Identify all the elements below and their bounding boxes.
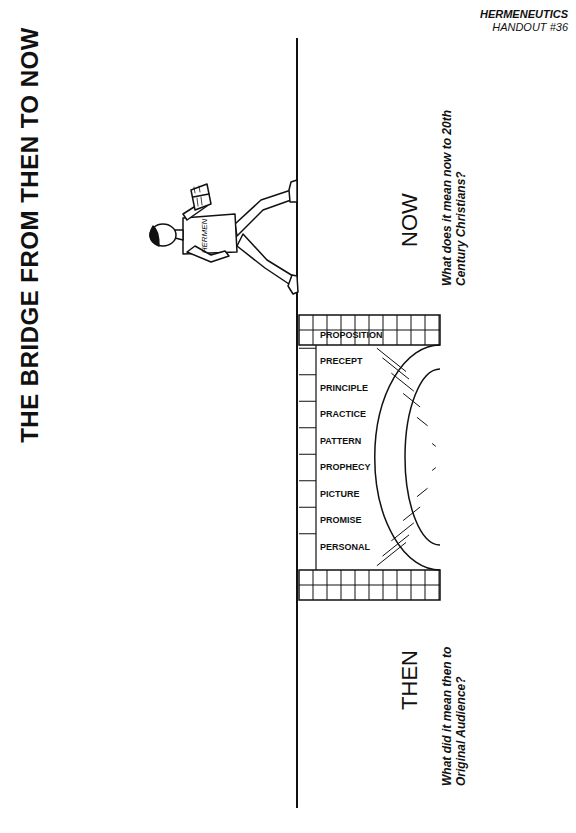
stone-joint [391,523,413,541]
arch-outer [375,345,440,570]
stone-joint [403,393,420,407]
pillar [299,315,440,345]
deck-edge [315,345,316,570]
page-title: THE BRIDGE FROM THEN TO NOW [16,27,44,443]
side-heading: NOW [397,193,422,247]
stone-joint [382,358,409,379]
question-note: What did it mean then to Original Audien… [441,606,469,786]
walking-man [150,180,298,294]
stone-joint [299,348,316,349]
stone-joint [403,507,420,521]
stone-joint [432,443,436,446]
stone-joint [417,417,428,426]
pillar [299,570,440,600]
stone-joint [377,542,406,565]
bridge-word: PICTURE [320,489,360,499]
arch-inner [405,369,440,545]
handout-number: HANDOUT #36 [492,21,568,34]
bridge-word: PRECEPT [320,356,363,366]
shirt-text: HERMEN [200,219,209,254]
stone-joint [299,427,316,428]
question-note: What does it mean now to 20th Century Ch… [441,86,469,286]
stone-joint [299,401,316,402]
divider-line [296,38,298,808]
bridge-word: PRACTICE [320,409,366,419]
stone-joint [299,507,316,508]
bridge-word: PROPOSITION [320,330,383,340]
bridge-word: PROPHECY [320,462,371,472]
bridge-word: PRINCIPLE [320,383,368,393]
stone-joint [417,488,428,497]
stone-joint [432,468,436,471]
stone-joint [299,585,440,586]
handout-series: HERMENEUTICS [480,8,568,21]
stone-joint [299,454,316,455]
stone-joint [299,480,316,481]
stone-joint [391,373,413,391]
stone-joint [299,533,316,534]
bridge-word: PATTERN [320,436,361,446]
bridge-word: PROMISE [320,515,362,525]
stone-joint [377,348,406,371]
stone-joint [299,374,316,375]
stone-joint [382,535,409,556]
bridge-word: PERSONAL [320,542,370,552]
side-heading: THEN [397,650,422,710]
